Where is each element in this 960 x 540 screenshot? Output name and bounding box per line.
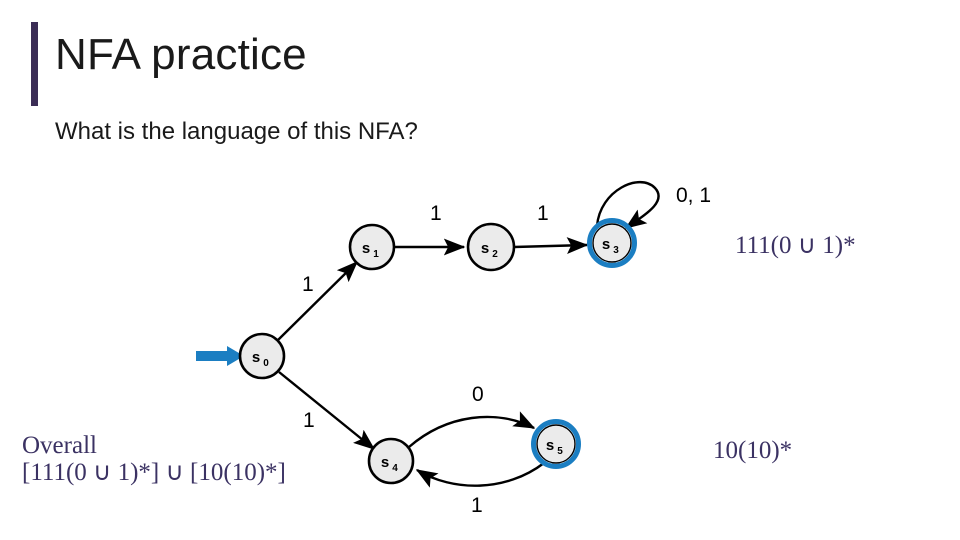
regex-annotation-bottom: 10(10)* <box>713 437 793 464</box>
state-subscript-s2: 2 <box>492 249 498 260</box>
state-label-s0: s <box>252 349 260 366</box>
transition-label-s1-s2: 1 <box>430 202 442 225</box>
state-node-s3-accepting[interactable]: s 3 <box>587 218 637 268</box>
state-label-s1: s <box>362 240 370 257</box>
transition-label-s0-s4: 1 <box>303 409 315 432</box>
state-node-s5-accepting[interactable]: s 5 <box>531 419 581 469</box>
transition-label-s3-self: 0, 1 <box>676 184 711 207</box>
slide-subtitle: What is the language of this NFA? <box>55 118 418 145</box>
overall-label: Overall <box>22 432 97 459</box>
title-accent-bar <box>31 22 38 106</box>
transition-s0-s1 <box>277 260 359 341</box>
state-label-s5: s <box>546 437 554 454</box>
transition-label-s0-s1: 1 <box>302 273 314 296</box>
state-label-s2: s <box>481 240 489 257</box>
overall-expression: [111(0 ∪ 1)*] ∪ [10(10)*] <box>22 459 286 486</box>
state-node-s4[interactable]: s 4 <box>367 437 415 485</box>
transition-label-s2-s3: 1 <box>537 202 549 225</box>
transition-s5-s4 <box>415 462 545 488</box>
state-label-s3: s <box>602 236 610 253</box>
transition-s3-self-loop <box>595 180 660 229</box>
transition-s0-s4 <box>278 371 376 450</box>
start-arrow <box>196 346 244 366</box>
state-subscript-s5: 5 <box>557 446 563 457</box>
state-label-s4: s <box>381 454 389 471</box>
transition-label-s5-s4: 1 <box>471 494 483 517</box>
state-subscript-s3: 3 <box>613 245 619 256</box>
regex-annotation-top: 111(0 ∪ 1)* <box>735 232 856 259</box>
state-subscript-s0: 0 <box>263 358 269 369</box>
state-subscript-s1: 1 <box>373 249 379 260</box>
transition-label-s4-s5: 0 <box>472 383 484 406</box>
transition-s2-s3 <box>513 237 589 254</box>
transition-s4-s5 <box>408 411 536 448</box>
state-node-s2[interactable]: s 2 <box>466 222 516 272</box>
page-title: NFA practice <box>55 30 307 79</box>
state-subscript-s4: 4 <box>392 463 398 474</box>
state-node-s0[interactable]: s 0 <box>238 332 286 380</box>
overall-annotation: Overall [111(0 ∪ 1)*] ∪ [10(10)*] <box>22 432 286 488</box>
state-node-s1[interactable]: s 1 <box>348 223 396 271</box>
